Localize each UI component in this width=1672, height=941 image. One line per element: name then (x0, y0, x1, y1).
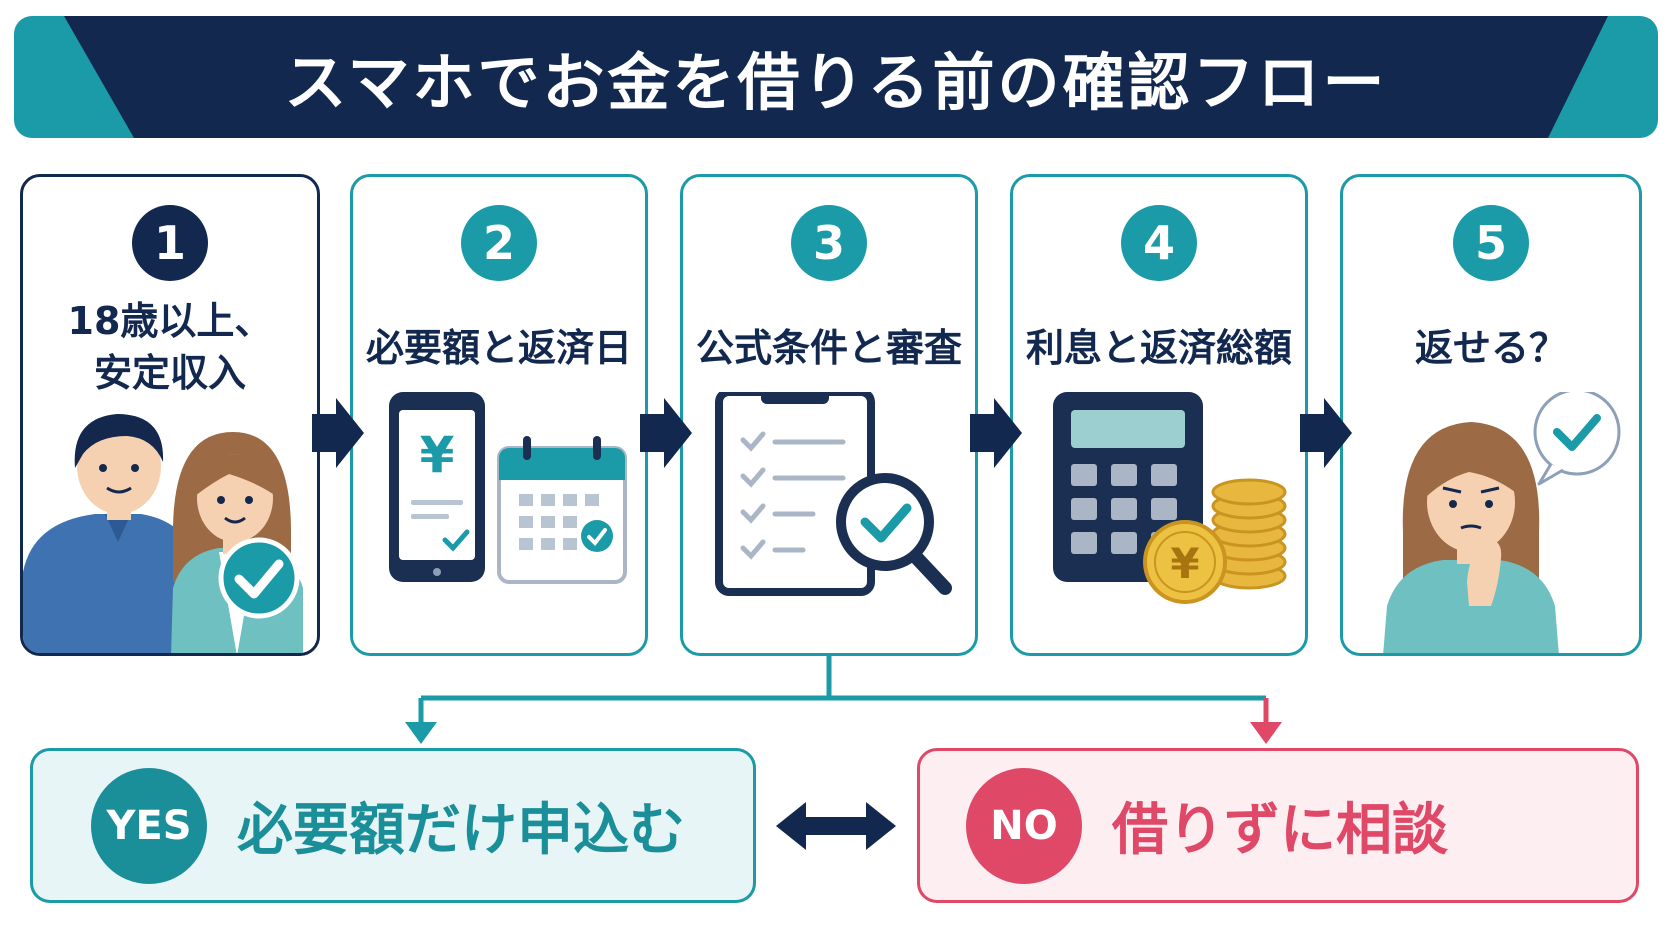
step-2-card: 2 必要額と返済日 ¥ (350, 174, 648, 656)
step-3-card: 3 公式条件と審査 (680, 174, 978, 656)
step-5-label: 返せる？ (1414, 326, 1567, 370)
title-banner: スマホでお金を借りる前の確認フロー (14, 16, 1658, 138)
phone-yen-and-calendar-icon: ¥ (389, 392, 627, 584)
step-1-number: 1 (132, 205, 208, 281)
arrow-step-3-to-4 (970, 398, 1022, 468)
step-2-number: 2 (461, 205, 537, 281)
step-1-label-line-2: 安定収入 (93, 351, 246, 395)
step-2-label: 必要額と返済日 (365, 326, 632, 370)
step-4-card: 4 利息と返済総額 ¥ (1010, 174, 1308, 656)
yes-result-box: YES 必要額だけ申込む (30, 748, 756, 903)
arrow-step-4-to-5 (1300, 398, 1352, 468)
step-5-number: 5 (1453, 205, 1529, 281)
page-title: スマホでお金を借りる前の確認フロー (284, 46, 1388, 119)
svg-text:¥: ¥ (420, 426, 455, 484)
no-badge: NO (966, 767, 1082, 884)
step-4-number: 4 (1121, 205, 1197, 281)
step-3-number: 3 (791, 205, 867, 281)
step-5-card: 5 返せる？ (1340, 174, 1642, 656)
thinking-woman-with-check-bubble-icon (1383, 392, 1621, 653)
couple-with-checkmark-icon (23, 414, 303, 653)
step-3-label: 公式条件と審査 (695, 326, 962, 370)
yes-result-text: 必要額だけ申込む (237, 798, 685, 863)
banner-background (14, 16, 1658, 138)
step-1-label-line-1: 18歳以上、 (67, 299, 273, 343)
step-1-card: 1 18歳以上、 安定収入 (20, 174, 320, 656)
no-result-text: 借りずに相談 (1112, 798, 1448, 863)
clipboard-checklist-magnifier-icon (715, 392, 952, 596)
arrow-step-1-to-2 (312, 398, 364, 468)
svg-text:¥: ¥ (1170, 539, 1199, 588)
double-headed-arrow (776, 802, 896, 850)
step-4-label: 利息と返済総額 (1025, 326, 1292, 370)
yes-badge: YES (91, 767, 207, 884)
no-result-box: NO 借りずに相談 (917, 748, 1639, 903)
arrow-step-2-to-3 (640, 398, 692, 468)
calculator-and-yen-coins-icon: ¥ (1053, 392, 1287, 604)
